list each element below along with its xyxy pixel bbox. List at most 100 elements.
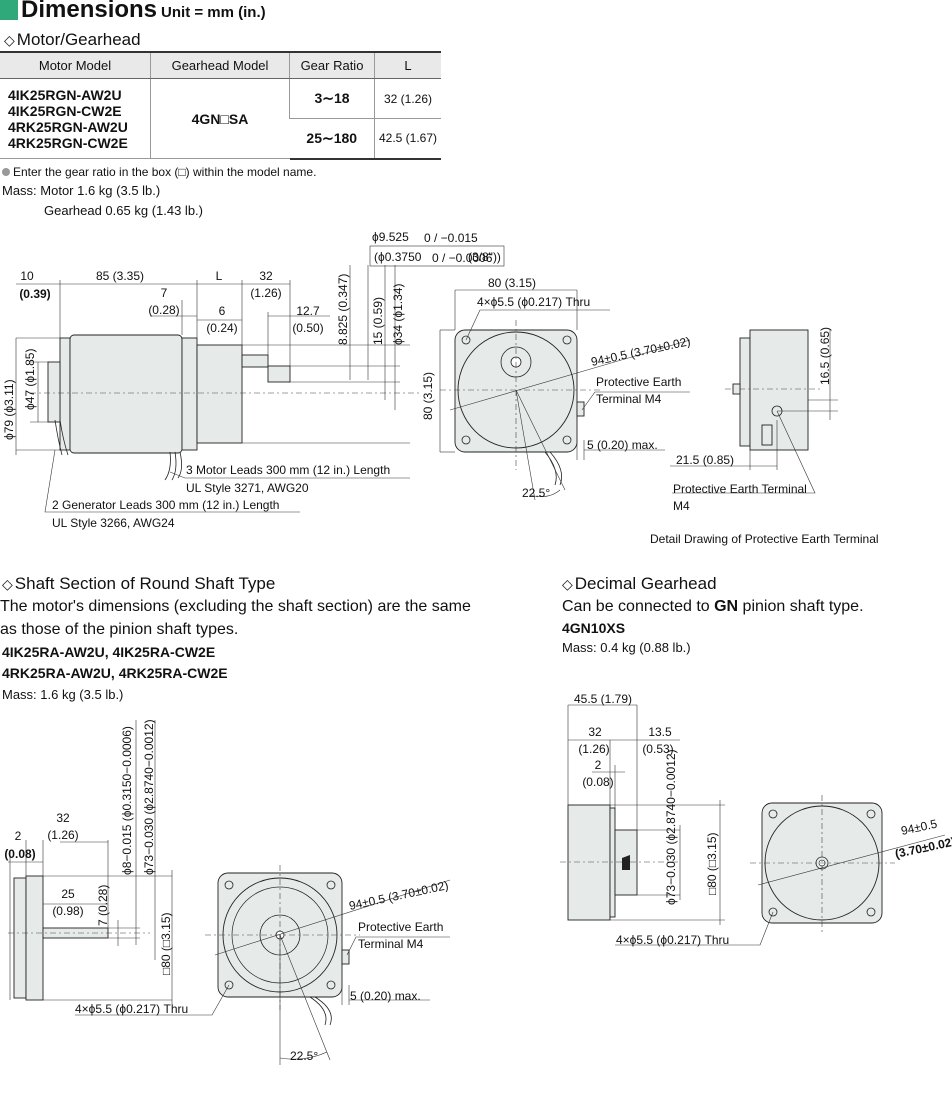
svg-text:(0.24): (0.24) [206, 321, 237, 335]
round-mass: Mass: 1.6 kg (3.5 lb.) [2, 687, 124, 702]
gear-ratio-cell: 3∼18 [289, 78, 375, 119]
section-decimal: ◇Decimal Gearhead [562, 574, 717, 593]
svg-text:3 Motor Leads 300 mm (12 in.): 3 Motor Leads 300 mm (12 in.) Length [186, 463, 390, 477]
round-models-1: 4IK25RA-AW2U, 4IK25RA-CW2E [2, 644, 216, 660]
detail-caption: Detail Drawing of Protective Earth Termi… [650, 532, 879, 546]
round-shaft-side-view: 2 (0.08) 32 (1.26) 25 (0.98) 7 (0.28) ϕ8… [4, 719, 173, 1005]
svg-text:5 (0.20) max.: 5 (0.20) max. [587, 438, 658, 452]
section-motor-gearhead: ◇Motor/Gearhead [4, 30, 141, 49]
col-motor-model: Motor Model [0, 51, 151, 79]
svg-text:Terminal M4: Terminal M4 [596, 392, 662, 406]
svg-text:UL Style 3271, AWG20: UL Style 3271, AWG20 [186, 481, 309, 495]
gearhead-model-cell: 4GN□SA [150, 78, 290, 159]
svg-text:Terminal M4: Terminal M4 [358, 937, 424, 951]
svg-text:0 / −0.0006: 0 / −0.0006 [432, 251, 493, 265]
decimal-model: 4GN10XS [562, 620, 626, 636]
svg-text:ϕ73−0.030 (ϕ2.8740−0.0012): ϕ73−0.030 (ϕ2.8740−0.0012) [142, 719, 156, 875]
svg-text:32: 32 [56, 811, 70, 825]
svg-text:(0.53): (0.53) [642, 742, 673, 756]
svg-text:80 (3.15): 80 (3.15) [488, 276, 536, 290]
spec-table: Motor Model Gearhead Model Gear Ratio L … [0, 51, 441, 160]
svg-text:(3/8")): (3/8")) [468, 250, 501, 264]
svg-text:7 (0.28): 7 (0.28) [96, 885, 110, 926]
round-models-2: 4RK25RA-AW2U, 4RK25RA-CW2E [2, 665, 228, 681]
svg-text:(0.50): (0.50) [292, 321, 323, 335]
svg-text:(0.08): (0.08) [4, 847, 35, 861]
svg-text:8.825 (0.347): 8.825 (0.347) [336, 274, 350, 345]
col-gearhead-model: Gearhead Model [150, 51, 290, 79]
svg-text:4×ϕ5.5 (ϕ0.217) Thru: 4×ϕ5.5 (ϕ0.217) Thru [477, 295, 590, 309]
svg-text:7: 7 [161, 286, 168, 300]
motor-side-view: 10 (0.39) 85 (3.35) L 32 (1.26) 7 (0.28)… [2, 230, 505, 530]
svg-text:(0.28): (0.28) [148, 303, 179, 317]
svg-text:80 (3.15): 80 (3.15) [421, 372, 435, 420]
svg-text:2 Generator Leads 300 mm (12 i: 2 Generator Leads 300 mm (12 in.) Length [52, 498, 279, 512]
svg-text:ϕ9.525: ϕ9.525 [372, 230, 409, 244]
header-accent-bar [0, 0, 18, 20]
svg-text:45.5 (1.79): 45.5 (1.79) [574, 692, 632, 706]
svg-text:ϕ73−0.030 (ϕ2.8740−0.0012): ϕ73−0.030 (ϕ2.8740−0.0012) [664, 749, 678, 905]
motor-front-view: 80 (3.15) 4×ϕ5.5 (ϕ0.217) Thru 80 (3.15)… [421, 276, 692, 501]
svg-text:0 / −0.015: 0 / −0.015 [424, 231, 478, 245]
svg-text:(1.26): (1.26) [47, 828, 78, 842]
L-cell: 32 (1.26) [374, 78, 441, 119]
svg-text:ϕ34 (ϕ1.34): ϕ34 (ϕ1.34) [391, 284, 405, 345]
svg-text:(0.39): (0.39) [19, 287, 50, 301]
svg-text:16.5 (0.65): 16.5 (0.65) [818, 327, 832, 385]
svg-text:13.5: 13.5 [648, 725, 672, 739]
unit-note: Unit = mm (in.) [161, 4, 266, 21]
svg-text:L: L [216, 269, 223, 283]
decimal-mass: Mass: 0.4 kg (0.88 lb.) [562, 640, 691, 655]
svg-text:94±0.5: 94±0.5 [900, 817, 939, 838]
decimal-front-view: 94±0.5 (3.70±0.02) 4×ϕ5.5 (ϕ0.217) Thru [615, 795, 952, 947]
decimal-desc: Can be connected to GN pinion shaft type… [562, 598, 864, 615]
svg-text:UL Style 3266, AWG24: UL Style 3266, AWG24 [52, 516, 175, 530]
svg-text:□80 (□3.15): □80 (□3.15) [705, 832, 719, 895]
svg-text:(1.26): (1.26) [578, 742, 609, 756]
decimal-side-view: 45.5 (1.79) 32 (1.26) 13.5 (0.53) 2 (0.0… [560, 692, 725, 925]
svg-text:ϕ47 (ϕ1.85): ϕ47 (ϕ1.85) [23, 349, 37, 410]
svg-text:4×ϕ5.5 (ϕ0.217) Thru: 4×ϕ5.5 (ϕ0.217) Thru [616, 933, 729, 947]
svg-text:5 (0.20) max.: 5 (0.20) max. [350, 989, 421, 1003]
svg-text:4×ϕ5.5 (ϕ0.217) Thru: 4×ϕ5.5 (ϕ0.217) Thru [75, 1002, 188, 1016]
svg-text:ϕ8−0.015 (ϕ0.3150−0.0006): ϕ8−0.015 (ϕ0.3150−0.0006) [120, 726, 134, 875]
col-L: L [374, 51, 441, 79]
svg-text:22.5°: 22.5° [290, 1049, 318, 1063]
svg-text:15 (0.59): 15 (0.59) [371, 297, 385, 345]
svg-text:94±0.5 (3.70±0.02): 94±0.5 (3.70±0.02) [590, 334, 692, 369]
mass-motor: Mass: Motor 1.6 kg (3.5 lb.) [2, 183, 161, 198]
gear-ratio-cell: 25∼180 [289, 118, 375, 160]
svg-text:Protective Earth: Protective Earth [358, 920, 443, 934]
svg-text:2: 2 [595, 758, 602, 772]
svg-text:6: 6 [219, 304, 226, 318]
svg-text:Protective Earth: Protective Earth [596, 375, 681, 389]
svg-text:25: 25 [61, 887, 75, 901]
svg-text:M4: M4 [673, 499, 690, 513]
svg-text:2: 2 [15, 829, 22, 843]
svg-text:32: 32 [259, 269, 273, 283]
round-desc-2: as those of the pinion shaft types. [0, 621, 239, 638]
round-shaft-front-view: 94±0.5 (3.70±0.02) Protective Earth Term… [75, 865, 451, 1065]
round-desc-1: The motor's dimensions (excluding the sh… [0, 598, 471, 615]
bullet-icon [2, 168, 10, 176]
svg-text:21.5 (0.85): 21.5 (0.85) [676, 453, 734, 467]
svg-text:Protective Earth Terminal: Protective Earth Terminal [673, 482, 807, 496]
svg-text:(0.08): (0.08) [582, 775, 613, 789]
svg-text:10: 10 [20, 269, 34, 283]
mass-gearhead: Gearhead 0.65 kg (1.43 lb.) [44, 203, 203, 218]
svg-text:12.7: 12.7 [296, 304, 320, 318]
svg-text:94±0.5 (3.70±0.02): 94±0.5 (3.70±0.02) [348, 878, 450, 913]
L-cell: 42.5 (1.67) [374, 118, 441, 160]
svg-text:□80 (□3.15): □80 (□3.15) [159, 912, 173, 975]
svg-text:22.5°: 22.5° [522, 486, 550, 500]
svg-text:(3.70±0.02): (3.70±0.02) [894, 834, 952, 860]
svg-text:(1.26): (1.26) [250, 286, 281, 300]
svg-text:ϕ79 (ϕ3.11): ϕ79 (ϕ3.11) [2, 379, 16, 440]
svg-text:85 (3.35): 85 (3.35) [96, 269, 144, 283]
col-gear-ratio: Gear Ratio [289, 51, 375, 79]
gear-ratio-note: Enter the gear ratio in the box (□) with… [2, 165, 316, 179]
svg-text:(0.98): (0.98) [52, 904, 83, 918]
